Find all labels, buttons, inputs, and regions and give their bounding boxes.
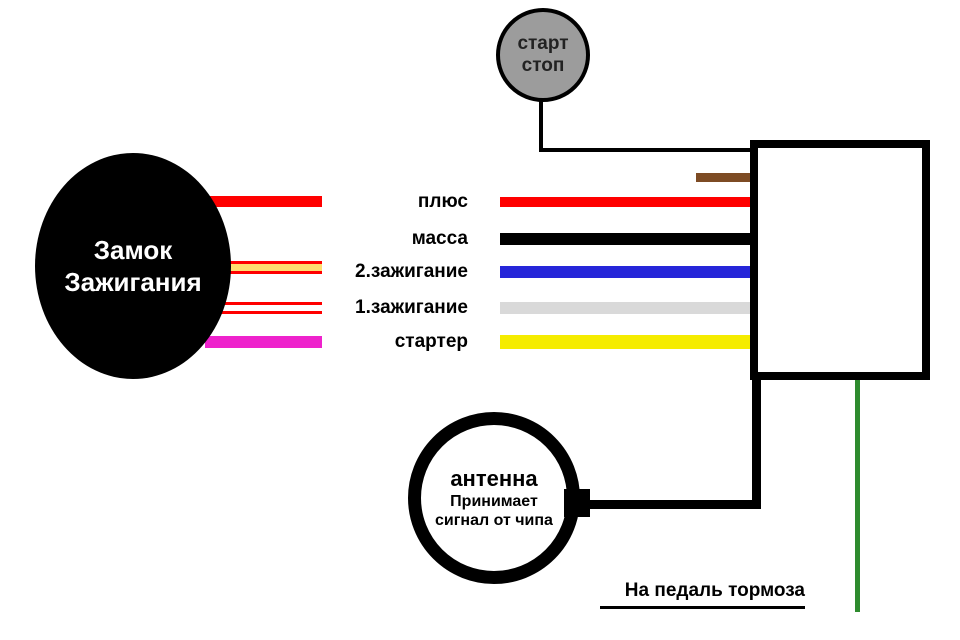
start-stop-button: старт стоп	[496, 8, 590, 102]
lock-wire-magenta	[205, 336, 322, 348]
start-stop-label-line1: старт	[517, 33, 569, 55]
brake-pedal-label: На педаль тормоза	[600, 580, 805, 609]
unit-wire-ground-black	[500, 233, 755, 245]
antenna-wire-vertical	[752, 372, 761, 509]
lock-wire-red-double	[208, 302, 322, 314]
antenna-wire-horizontal	[585, 500, 757, 509]
lock-wire-red	[205, 196, 322, 207]
ignition-lock-circle: Замок Зажигания	[35, 153, 231, 379]
antenna-title: антенна	[450, 465, 538, 491]
unit-wire-ignition2-blue	[500, 266, 755, 278]
control-unit-box	[750, 140, 930, 380]
wire-label-ignition1: 1.зажигание	[355, 297, 468, 318]
unit-wire-starter-yellow	[500, 335, 755, 349]
wire-label-ground: масса	[411, 228, 468, 249]
unit-wire-brown	[696, 173, 750, 182]
antenna-connector	[564, 489, 590, 517]
ignition-lock-label-line1: Замок	[93, 234, 173, 265]
wire-label-starter: стартер	[394, 331, 468, 352]
ignition-lock-label-line2: Зажигания	[64, 267, 202, 297]
start-stop-label-line2: стоп	[521, 55, 565, 76]
lock-wire-yellow-red-striped	[205, 261, 322, 274]
wire-stripe	[205, 271, 322, 274]
antenna-circle: антенна Принимает сигнал от чипа	[408, 412, 580, 584]
wire-label-ignition2: 2.зажигание	[355, 261, 468, 282]
start-stop-wire-horizontal	[539, 148, 758, 152]
unit-wire-ignition1-gray	[500, 302, 755, 314]
unit-wire-plus-red	[500, 197, 755, 207]
antenna-desc-line1: Принимает	[450, 493, 538, 510]
wire-stripe	[205, 261, 322, 264]
wire-label-plus: плюс	[417, 191, 468, 212]
start-stop-wire-vertical	[539, 100, 543, 152]
antenna-desc-line2: сигнал от чипа	[435, 512, 553, 530]
brake-wire-green	[855, 376, 860, 612]
